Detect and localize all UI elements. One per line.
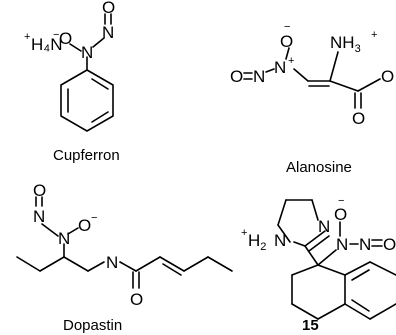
dopastin-o-amide-label: O — [130, 290, 143, 309]
cupferron-o-nitroso-label: O — [102, 0, 115, 17]
cupferron-ring-double-bond — [91, 111, 109, 123]
compound-15-number: 15 — [302, 317, 319, 334]
compound-15-benzene-bond — [369, 261, 396, 276]
compound-15-n-amine-label: N — [336, 235, 348, 254]
alanosine-o-carbonyl-label: O — [352, 109, 365, 128]
cupferron-o-charge: − — [53, 29, 59, 41]
dopastin-c-n-bond — [87, 261, 105, 272]
compound-15-o-charge: − — [338, 195, 344, 207]
dopastin-structure: O N N O − N O Dopastin — [16, 181, 233, 334]
alanosine-n-nitroso-label: N — [253, 67, 265, 86]
alanosine-n-oxide-label: N — [274, 58, 286, 77]
cupferron-cation-charge: + — [24, 31, 30, 43]
compound-15-n-nitroso-label: N — [359, 235, 371, 254]
compound-15-n-ring-label: N — [318, 217, 330, 236]
alanosine-n-o-bond — [285, 47, 290, 60]
alanosine-amine-label: NH3 — [330, 33, 361, 55]
dopastin-ethyl-end-bond — [207, 256, 233, 272]
alanosine-c-o-bond — [357, 78, 381, 92]
compound-15-o-minus-label: O — [334, 205, 347, 224]
cupferron-n-amine-label: N — [81, 43, 93, 62]
alanosine-c-c-bond — [329, 80, 359, 92]
alanosine-o-charge: − — [284, 21, 290, 33]
cupferron-o-n-bond — [69, 43, 82, 52]
alanosine-amine-charge: + — [371, 29, 377, 41]
compound-15-cyclohexane-bond — [317, 303, 346, 320]
dopastin-ethyl-bond — [16, 256, 41, 272]
dopastin-n-amine-label: N — [58, 229, 70, 248]
dopastin-ethyl-bond — [39, 256, 65, 272]
compound-15-ring-bond — [311, 199, 319, 221]
dopastin-o-charge: − — [91, 212, 97, 224]
alanosine-o-minus-label: O — [280, 32, 293, 51]
compound-15-benzene-bond — [369, 303, 396, 320]
compound-15-c-n-bond — [317, 249, 337, 266]
dopastin-ethyl-end-bond — [183, 256, 209, 272]
dopastin-o-minus-label: O — [78, 216, 91, 235]
compound-15-n-ring-cation-label: N — [274, 231, 286, 250]
compound-15-o-nitroso-label: O — [383, 235, 396, 254]
compound-15-structure: + H2 N N N O − N O 15 — [241, 195, 396, 334]
compound-15-ring-bond — [277, 199, 287, 226]
cupferron-structure: + H₄N O − N N O Cupferron — [24, 0, 120, 164]
dopastin-c-c-bond — [135, 256, 161, 272]
compound-15-benzene-bond — [344, 303, 371, 320]
compound-15-ring-double-bond — [308, 235, 330, 252]
dopastin-o-nitroso-label: O — [33, 181, 46, 200]
compound-15-benzene-bond — [344, 261, 371, 276]
alanosine-structure: O N N + O − NH3 + O O Alanosine — [230, 21, 394, 176]
cupferron-ring-double-bond — [91, 78, 109, 90]
alanosine-n-c-bond — [293, 68, 309, 82]
compound-15-cation-charge: + — [241, 227, 247, 239]
alanosine-n-n-bond — [265, 68, 275, 73]
dopastin-alkene-double-bond — [159, 256, 185, 272]
alanosine-name: Alanosine — [286, 159, 352, 176]
alanosine-c-n-bond — [329, 51, 339, 82]
compound-15-cyclohexane-bond — [317, 264, 346, 276]
cupferron-n-nitroso-label: N — [102, 23, 114, 42]
cupferron-cation-label: H₄N — [31, 35, 63, 54]
dopastin-n-n-bond — [41, 223, 59, 237]
compound-15-cyclohexane-bond — [291, 303, 319, 320]
cupferron-benzene-ring — [60, 69, 114, 132]
alanosine-n-charge: + — [288, 55, 294, 67]
cupferron-o-bridge-label: O — [59, 29, 72, 48]
dopastin-n-amide-label: N — [106, 253, 118, 272]
dopastin-alkene-double-bond — [162, 263, 182, 276]
compound-15-ring-bond — [277, 224, 291, 243]
dopastin-n-nitroso-label: N — [33, 207, 45, 226]
compound-15-c-c-bond — [304, 245, 319, 266]
cupferron-name: Cupferron — [53, 147, 120, 164]
compound-15-ring-bond — [304, 230, 326, 247]
dopastin-name: Dopastin — [63, 317, 122, 334]
compound-15-ring-bond — [293, 241, 306, 247]
dopastin-n-o-bond — [67, 227, 79, 235]
alanosine-o-nitroso-label: O — [230, 67, 243, 86]
alanosine-o-acid-label: O — [381, 67, 394, 86]
dopastin-c-c-bond — [63, 256, 89, 272]
compound-15-cyclohexane-bond — [291, 264, 319, 276]
compound-15-cation-label: H2 — [248, 231, 266, 253]
compound-15-benzene-double-bond — [351, 299, 370, 312]
dopastin-n-c-amide-bond — [119, 261, 137, 272]
compound-15-benzene-double-bond — [351, 269, 370, 281]
cupferron-n-n-bond — [92, 37, 105, 48]
